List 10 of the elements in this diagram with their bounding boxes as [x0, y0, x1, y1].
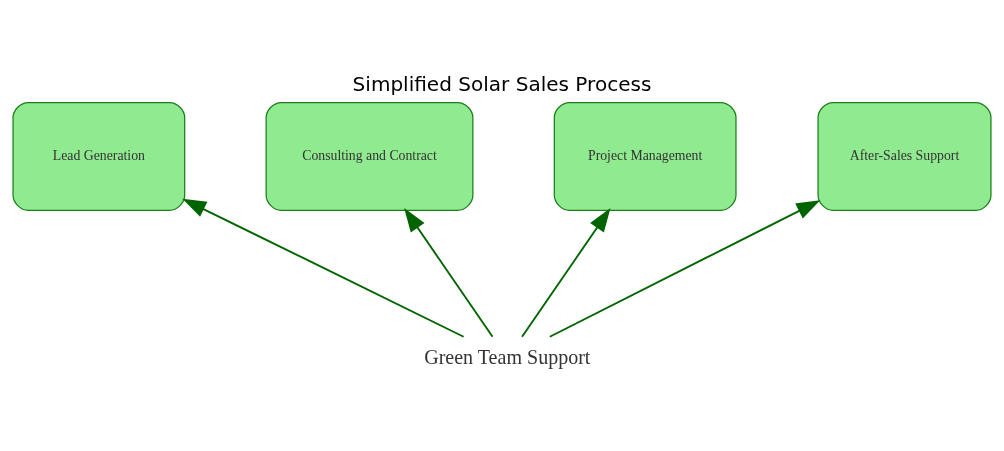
node-box: Project Management [553, 101, 737, 211]
node-text: Green Team Support [424, 345, 591, 368]
node-box: Lead Generation [12, 101, 186, 211]
node-box: Consulting and Contract [265, 101, 474, 211]
node-box: After-Sales Support [817, 101, 992, 211]
arrow [182, 198, 465, 338]
diagram-title: Simplified Solar Sales Process [352, 71, 652, 96]
arrow [404, 207, 494, 338]
arrow [548, 199, 821, 338]
arrow [521, 207, 611, 338]
